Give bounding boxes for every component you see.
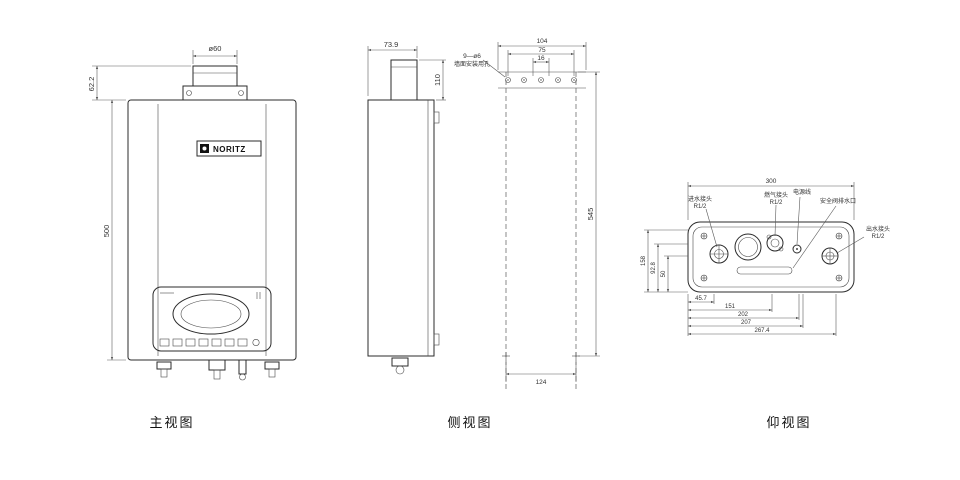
corner-screws [700, 232, 843, 282]
outlet-label: 出水接头 [866, 225, 890, 233]
mount-point-marks [502, 352, 580, 360]
panel-buttons [159, 338, 260, 347]
wall-mount-plate: 104 75 16 9—ø6 墙面安装用孔 545 124 [454, 38, 600, 392]
control-panel [152, 286, 272, 352]
outlet-size: R1/2 [872, 234, 885, 240]
dim-b4: 207 [741, 320, 752, 326]
dim-left-3: 50 [661, 270, 667, 277]
brand-text: NORITZ [213, 145, 246, 154]
dim-plate-width: 104 [537, 38, 548, 45]
gas-size: R1/2 [770, 200, 783, 206]
water-inlet-port [709, 244, 729, 264]
gas-label: 燃气接头 [764, 191, 788, 199]
brand-logo: NORITZ [196, 140, 262, 157]
inlet-label: 进水接头 [688, 195, 712, 203]
flue-pipe [182, 65, 248, 101]
bottom-view-dimensions: 300 158 92.8 50 45.7 151 [641, 178, 855, 336]
relief-label: 安全阀排水口 [820, 197, 856, 205]
side-flue [390, 59, 418, 101]
dim-left-2: 92.8 [651, 262, 657, 274]
side-body [367, 99, 440, 357]
heater-body [127, 99, 297, 361]
dim-flue-height: 62.2 [87, 77, 96, 92]
side-view-caption: 侧视图 [447, 415, 492, 430]
blower-opening [734, 233, 762, 261]
side-bottom-fitting [391, 357, 409, 375]
front-dimensions: ø60 62.2 500 [87, 44, 238, 361]
bottom-fittings [156, 359, 280, 381]
power-cord-hole [792, 244, 802, 254]
inlet-size: R1/2 [694, 204, 707, 210]
dim-height: 545 [586, 208, 595, 221]
dim-plate-holes: 75 [538, 47, 546, 54]
holes-note: 墙面安装用孔 [454, 60, 490, 68]
dim-depth: 73.9 [384, 40, 399, 49]
front-view-caption: 主视图 [149, 415, 194, 430]
mounting-holes [505, 77, 577, 83]
bottom-view-callouts: 进水接头 R1/2 燃气接头 R1/2 电源线 安全阀排水口 出水接头 R1/2 [688, 188, 890, 269]
holes-label: 9—ø6 [463, 53, 481, 60]
side-dimensions: 73.9 110 [367, 40, 446, 101]
dim-flue-offset: 110 [433, 74, 442, 86]
dim-bottom: 124 [536, 379, 547, 386]
hot-water-outlet-port [821, 247, 839, 265]
dim-b1: 45.7 [695, 296, 707, 302]
dim-width: 300 [766, 178, 777, 185]
dim-b2: 151 [725, 304, 736, 310]
bottom-view: 进水接头 R1/2 燃气接头 R1/2 电源线 安全阀排水口 出水接头 R1/2… [641, 178, 890, 430]
dim-left-1: 158 [641, 255, 647, 266]
dim-b3: 202 [738, 312, 749, 318]
power-label: 电源线 [793, 188, 811, 196]
side-view: 73.9 110 [367, 38, 600, 430]
bottom-view-caption: 仰视图 [766, 415, 811, 430]
dim-plate-gap: 16 [537, 55, 545, 62]
dim-flue-diameter: ø60 [209, 44, 222, 53]
dim-b5: 267.4 [754, 328, 770, 334]
dim-body-height: 500 [102, 225, 111, 238]
front-view: NORITZ [87, 44, 297, 430]
